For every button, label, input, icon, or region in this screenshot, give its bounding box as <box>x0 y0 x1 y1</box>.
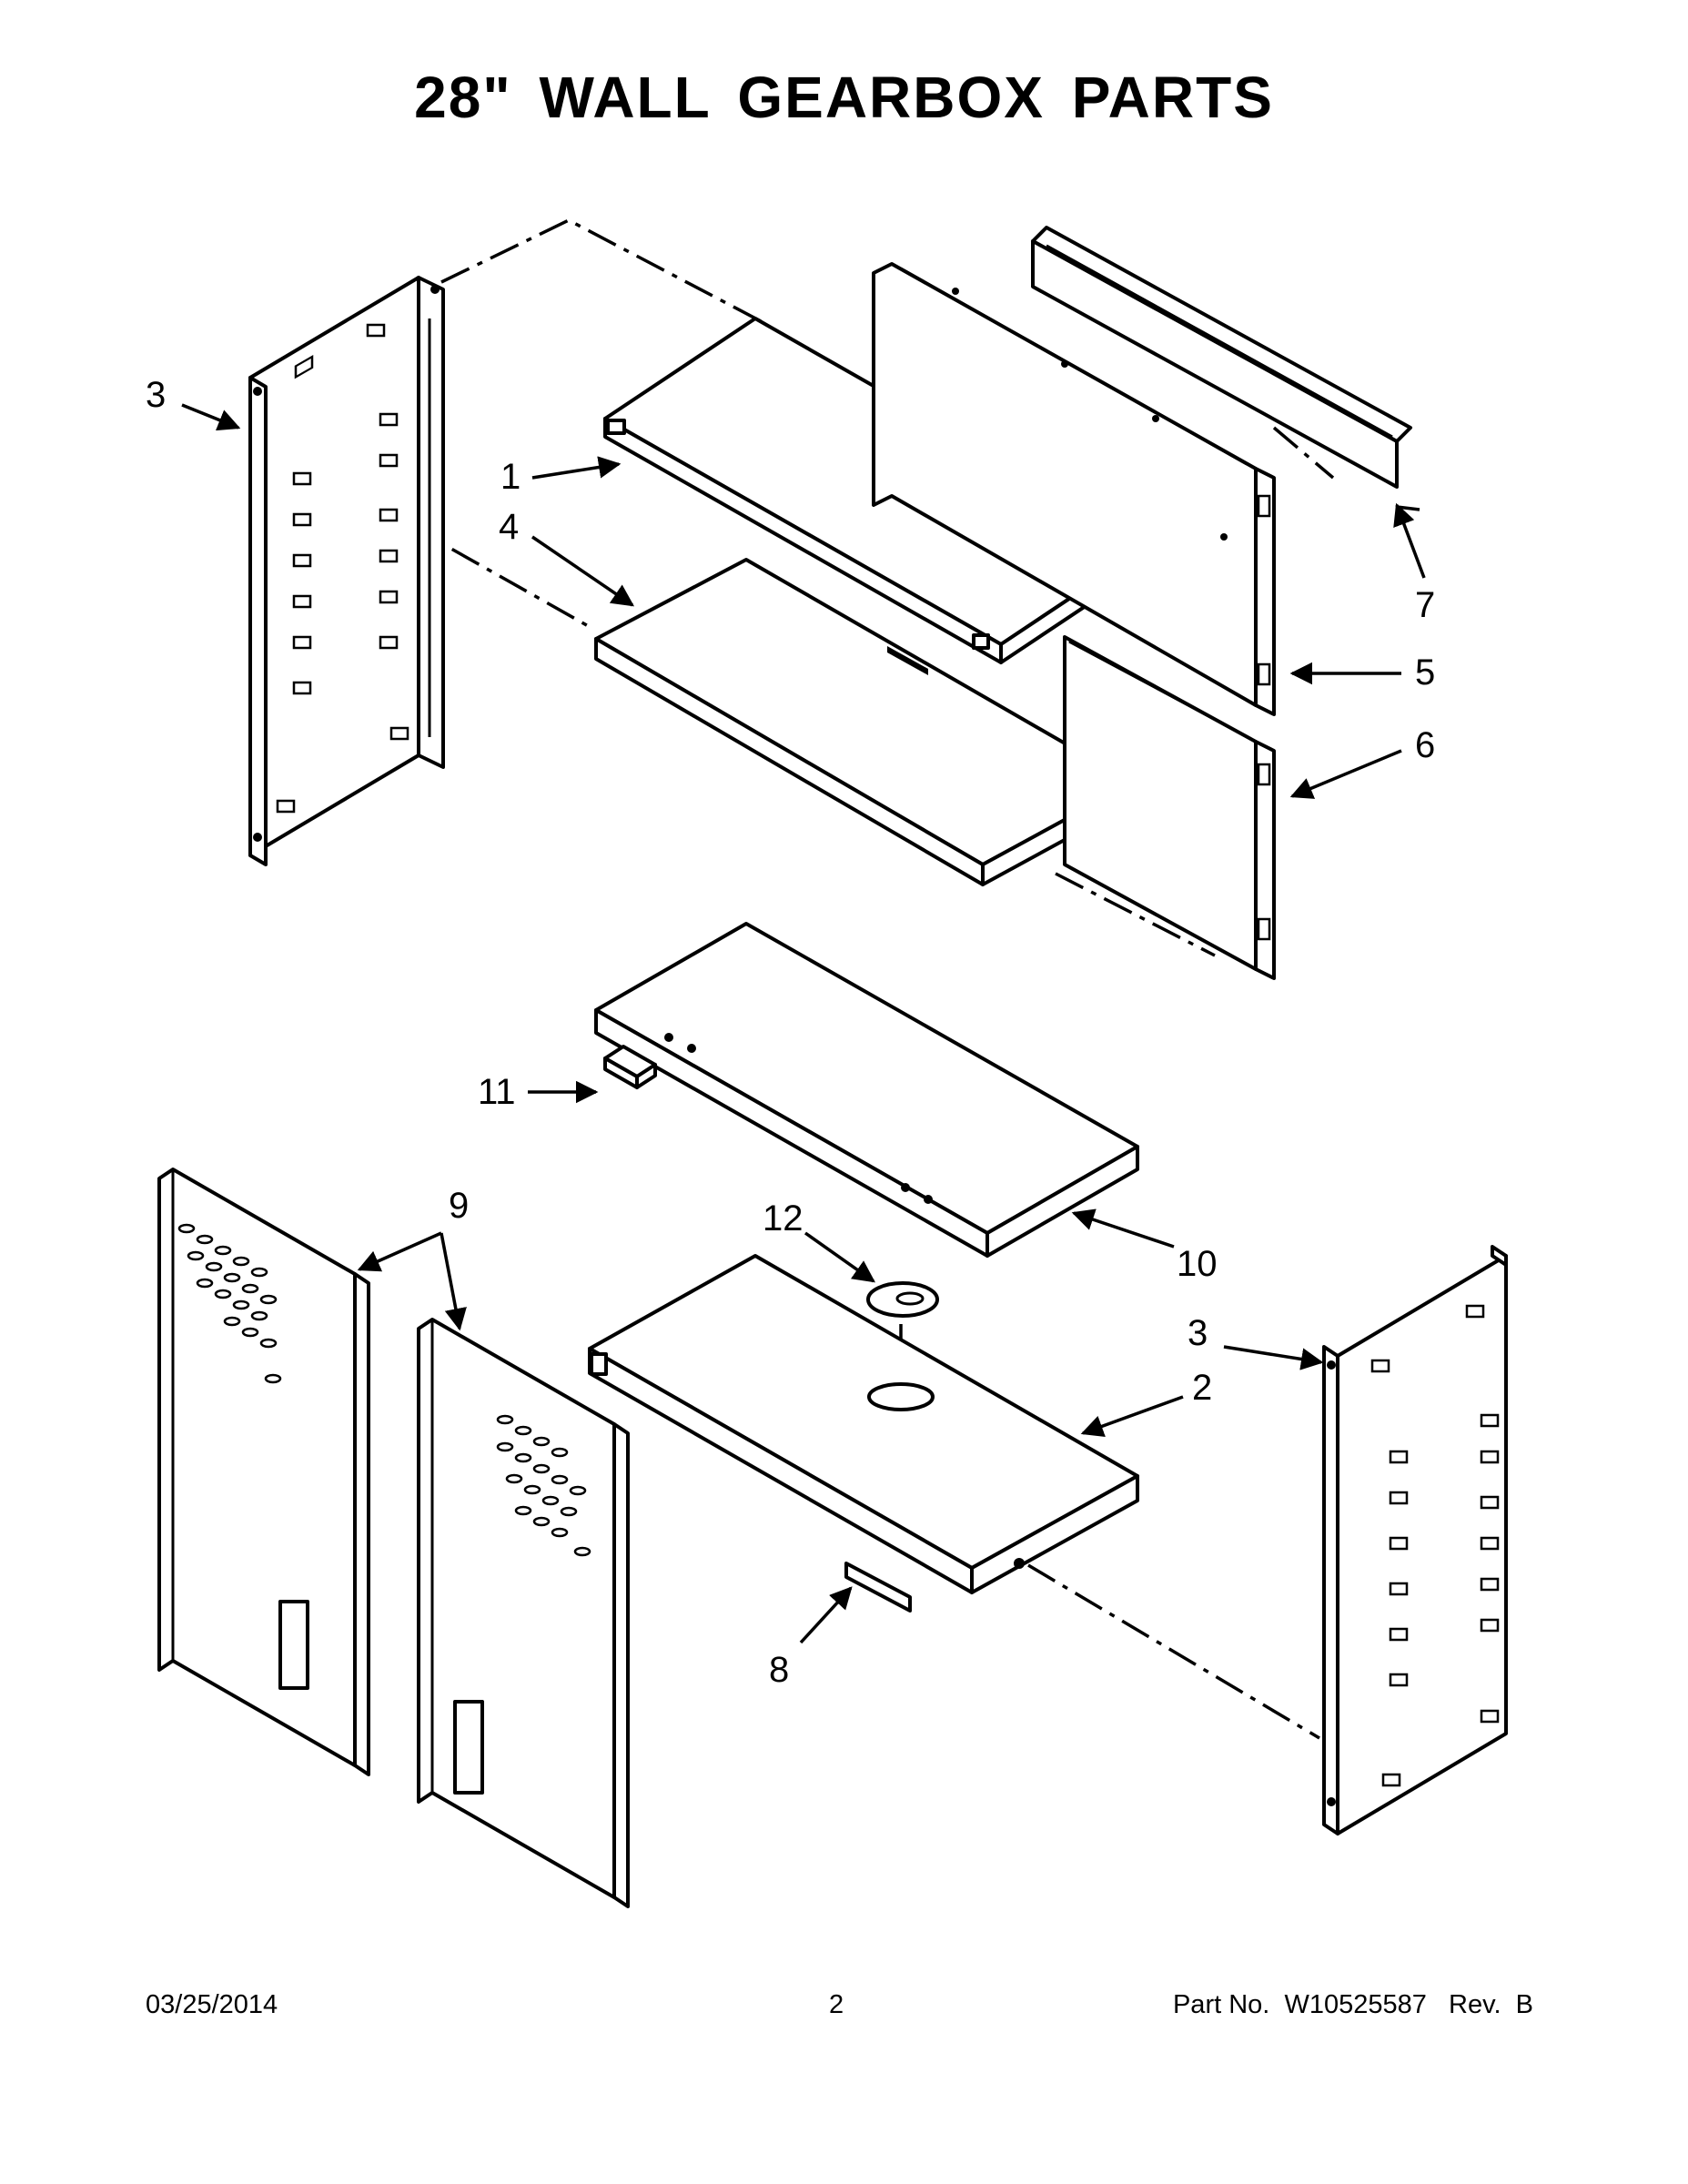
footer-page-number: 2 <box>829 1990 844 2019</box>
callout-10: 10 <box>1177 1244 1218 1284</box>
callout-1: 1 <box>500 457 521 497</box>
side-panel-left <box>248 276 445 866</box>
callout-9: 9 <box>449 1186 469 1226</box>
footer-date: 03/25/2014 <box>146 1990 278 2019</box>
door-left-vents <box>177 1223 282 1384</box>
part-number-value: W10525587 <box>1284 1990 1427 2019</box>
door-right <box>417 1318 630 1908</box>
cap-part <box>866 1281 939 1318</box>
callout-6: 6 <box>1415 725 1435 765</box>
bottom-panel <box>588 1254 1139 1594</box>
revision-label: Rev. <box>1449 1990 1501 2019</box>
callout-4: 4 <box>499 507 519 547</box>
top-rail <box>1031 226 1412 489</box>
door-right-vents <box>496 1414 591 1557</box>
door-left <box>157 1168 370 1776</box>
callout-8: 8 <box>769 1650 789 1690</box>
rear-lower-panel <box>1063 635 1276 980</box>
revision-value: B <box>1515 1990 1533 2019</box>
callout-labels: 3 1 4 7 5 6 11 9 12 10 3 2 8 <box>146 375 1435 1690</box>
footer-part-number: Part No. W10525587 Rev. B <box>1173 1990 1533 2020</box>
side-panel-right <box>1322 1245 1508 1835</box>
side-panel-right-slots <box>1370 1304 1500 1787</box>
callout-3-right: 3 <box>1188 1313 1208 1353</box>
badge-part <box>844 1562 912 1613</box>
page-title: 28" WALL GEARBOX PARTS <box>414 65 1274 130</box>
callout-7: 7 <box>1415 585 1435 625</box>
callout-3-left: 3 <box>146 375 166 415</box>
part-number-label: Part No. <box>1172 1990 1270 2019</box>
leader-lines <box>181 403 1426 1644</box>
rear-panel <box>872 262 1276 716</box>
side-panel-left-slots <box>276 323 409 814</box>
callout-11: 11 <box>478 1072 516 1112</box>
middle-panel <box>594 922 1139 1258</box>
callout-2: 2 <box>1192 1368 1212 1408</box>
callout-12: 12 <box>763 1198 804 1239</box>
bumper-part <box>603 1045 657 1089</box>
callout-5: 5 <box>1415 652 1435 693</box>
